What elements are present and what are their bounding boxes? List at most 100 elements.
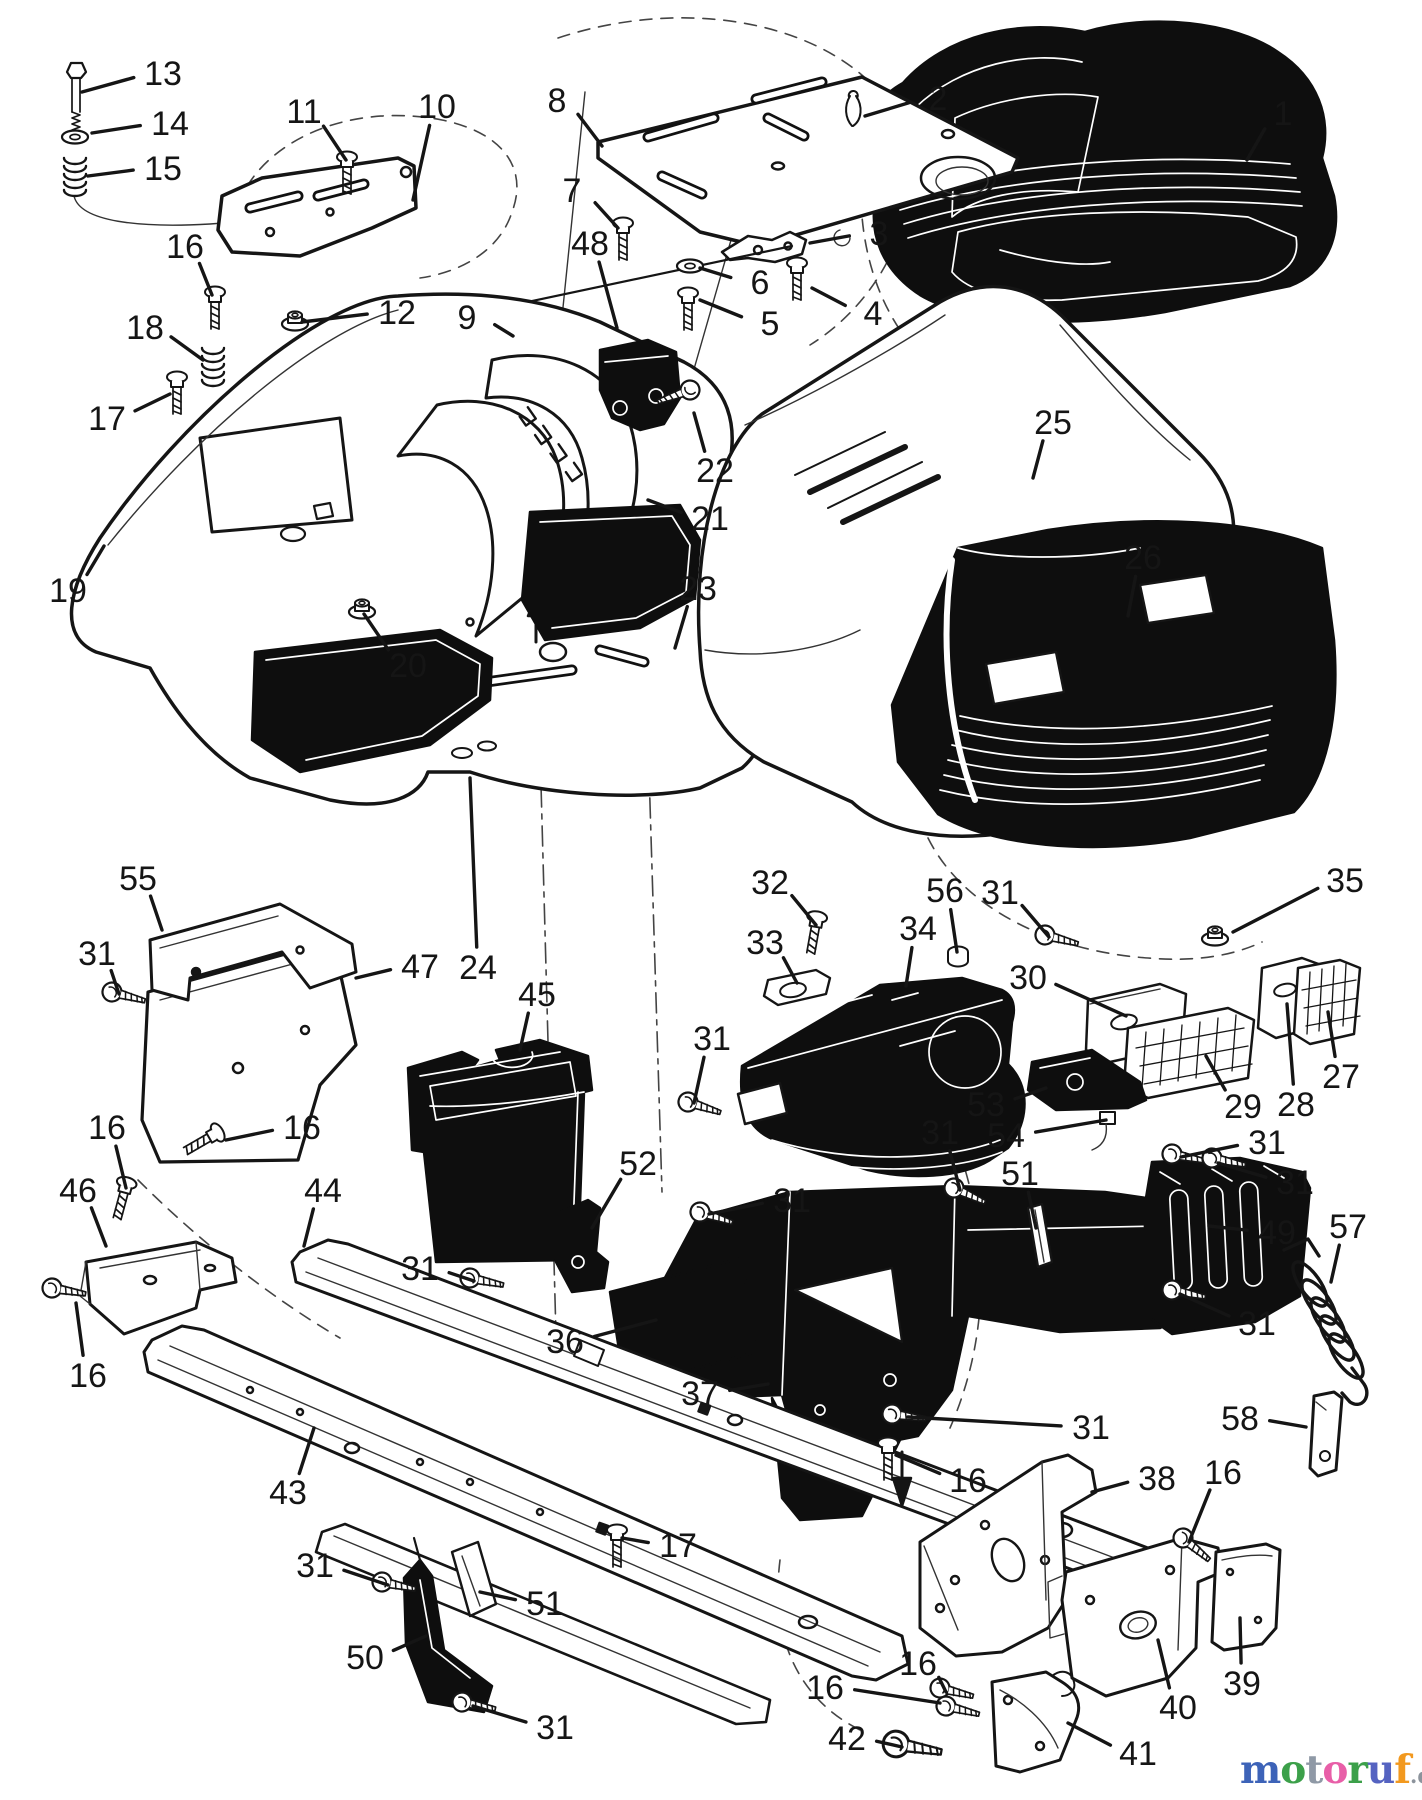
leader-line-43	[297, 1426, 316, 1476]
screw-16-frame	[39, 1275, 89, 1305]
ignition-plate	[762, 968, 832, 1007]
callout-31: 31	[773, 1182, 811, 1220]
screw-32	[799, 908, 830, 957]
callout-51: 51	[1001, 1155, 1039, 1193]
strip-51-lower	[450, 1540, 498, 1618]
leader-line-41	[1066, 1721, 1113, 1747]
leader-line-39	[1238, 1616, 1243, 1665]
leader-line-21	[646, 498, 683, 515]
leader-line-16	[1187, 1488, 1212, 1544]
leader-line-31	[906, 1415, 1063, 1428]
bracket-46	[79, 1240, 238, 1336]
leader-line-19	[85, 544, 106, 577]
callout-31: 31	[693, 1020, 731, 1058]
screw-31-dash-l	[674, 1088, 725, 1123]
leader-line-31	[692, 1055, 706, 1105]
leader-line-51	[1026, 1190, 1038, 1230]
seat-plate	[596, 75, 1020, 248]
leader-line-6	[698, 266, 733, 280]
leader-line-56	[949, 907, 959, 954]
callout-51: 51	[526, 1585, 564, 1623]
callout-19: 19	[49, 572, 87, 610]
leader-line-49	[1207, 1224, 1249, 1232]
leader-line-9	[493, 322, 515, 338]
leader-line-54	[1033, 1118, 1108, 1134]
leader-line-16	[853, 1688, 942, 1705]
callout-31: 31	[78, 935, 116, 973]
logo-letter: o	[1322, 1747, 1348, 1793]
seat	[869, 20, 1338, 323]
callout-56: 56	[926, 872, 964, 910]
dash-panel	[736, 976, 1026, 1178]
leader-line-16	[114, 1144, 128, 1190]
leader-line-26	[1126, 574, 1138, 618]
leader-line-46	[89, 1206, 108, 1248]
callout-16: 16	[166, 228, 204, 266]
bolt-42	[879, 1727, 946, 1767]
footrest-pad-right	[520, 503, 702, 642]
callout-48: 48	[571, 225, 609, 263]
shift-bracket	[598, 338, 682, 432]
screw-31-left	[99, 979, 149, 1012]
leader-line-31	[471, 1704, 528, 1724]
callout-54: 54	[987, 1117, 1025, 1155]
callout-32: 32	[751, 864, 789, 902]
leader-line-23	[673, 604, 689, 650]
callout-31: 31	[296, 1547, 334, 1585]
spring-18	[200, 346, 226, 388]
leader-line-27	[1326, 1010, 1337, 1059]
callout-35: 35	[1326, 862, 1364, 900]
leader-line-47	[354, 967, 393, 980]
callout-layer: 1234567891011121314151617181920212223242…	[49, 55, 1367, 1773]
logo-letter: t	[1305, 1747, 1323, 1793]
callout-16: 16	[88, 1109, 126, 1147]
logo-letter: m	[1240, 1747, 1281, 1793]
callout-14: 14	[151, 105, 189, 143]
callout-31: 31	[1248, 1124, 1286, 1162]
callout-31: 31	[1072, 1409, 1110, 1447]
leader-line-7	[593, 201, 620, 230]
leader-line-30	[1054, 982, 1128, 1018]
leader-line-36	[592, 1318, 658, 1339]
callout-41: 41	[1119, 1735, 1157, 1773]
leader-line-57	[1329, 1243, 1341, 1284]
leader-line-2	[863, 101, 911, 118]
callout-43: 43	[269, 1474, 307, 1512]
bracket-38	[918, 1453, 1098, 1658]
leader-line-5	[698, 298, 744, 319]
callout-16: 16	[949, 1462, 987, 1500]
leader-line-4	[810, 286, 847, 308]
leader-line-1	[1245, 127, 1267, 162]
callout-34: 34	[899, 910, 937, 948]
callout-24: 24	[459, 949, 497, 987]
strap-58	[1308, 1390, 1344, 1478]
leader-line-29	[1204, 1054, 1227, 1092]
callout-39: 39	[1223, 1665, 1261, 1703]
leader-line-12	[300, 312, 369, 324]
spring-15	[62, 156, 88, 198]
nut-35	[1200, 925, 1230, 947]
callout-25: 25	[1034, 404, 1072, 442]
callout-36: 36	[546, 1323, 584, 1361]
callout-5: 5	[761, 305, 780, 343]
leader-line-17	[620, 1536, 650, 1545]
leader-line-33	[781, 956, 799, 985]
logo-letter: u	[1366, 1747, 1395, 1793]
seat-bracket	[720, 230, 808, 264]
callout-57: 57	[1329, 1208, 1367, 1246]
callout-16: 16	[283, 1109, 321, 1147]
leader-line-10	[411, 123, 432, 202]
callout-20: 20	[389, 647, 427, 685]
callout-37: 37	[681, 1375, 719, 1413]
leader-line-24	[468, 776, 479, 949]
callout-31: 31	[981, 874, 1019, 912]
flap-41	[990, 1670, 1081, 1774]
leader-line-52	[590, 1177, 623, 1230]
bracket-40	[1047, 1536, 1224, 1698]
screw-16-bottom-b	[933, 1693, 983, 1725]
callout-31: 31	[921, 1114, 959, 1152]
callout-58: 58	[1221, 1400, 1259, 1438]
callout-31: 31	[401, 1250, 439, 1288]
callout-16: 16	[899, 1645, 937, 1683]
leader-line-31	[1216, 1161, 1268, 1179]
